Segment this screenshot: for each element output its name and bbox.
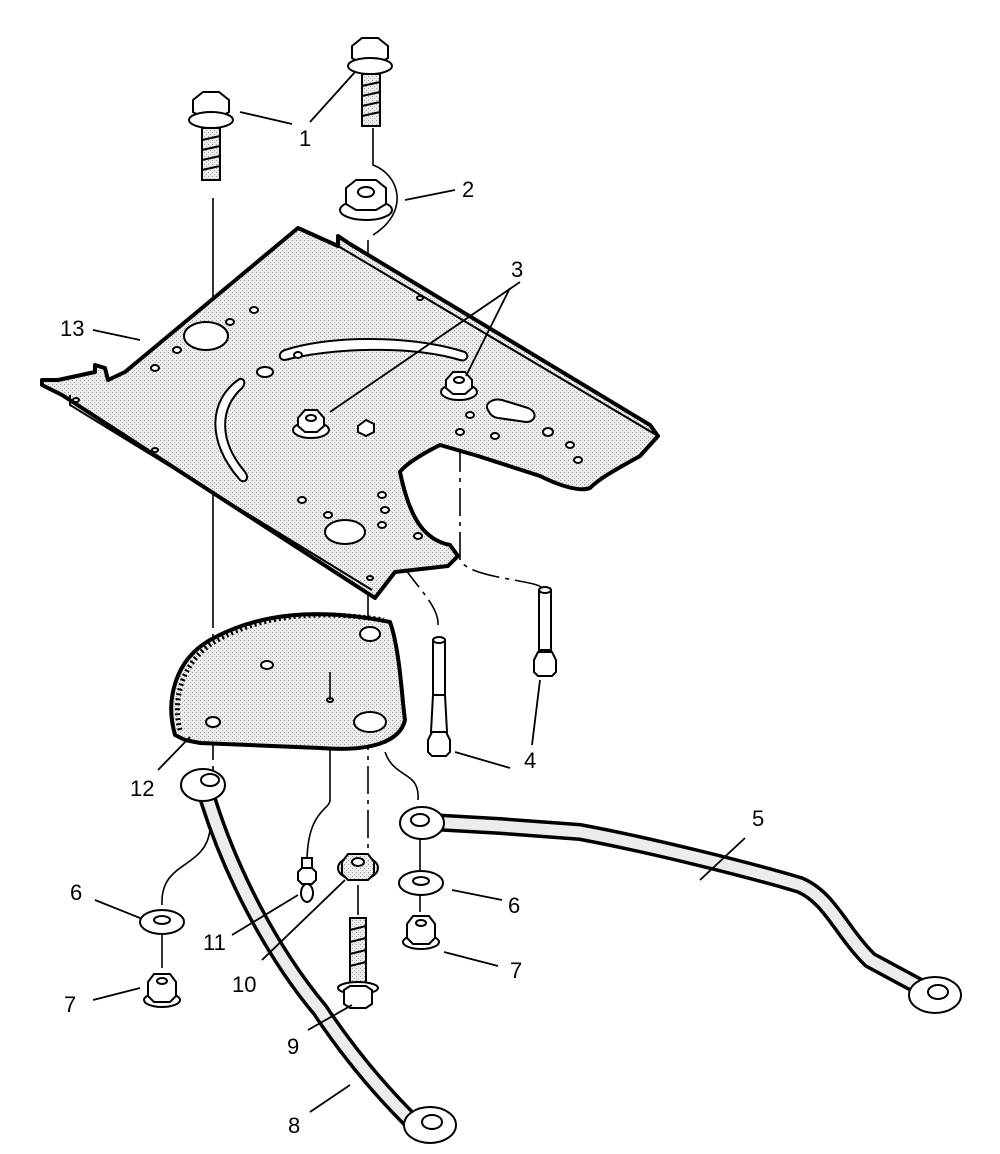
flange-nut-top — [339, 179, 393, 221]
callout-leaders — [92, 71, 746, 1113]
callout-8: 8 — [288, 1113, 300, 1138]
pivot-locknut — [337, 853, 379, 881]
flange-bolt-left — [188, 91, 234, 181]
stud-left — [427, 636, 451, 757]
flange-nut-right — [402, 915, 440, 950]
sector-gear-plate — [169, 612, 407, 751]
link-rod-lower — [180, 768, 457, 1144]
callout-2: 2 — [462, 177, 474, 202]
callout-7-right: 7 — [510, 958, 522, 983]
mounting-plate — [40, 226, 660, 600]
callout-9: 9 — [287, 1034, 299, 1059]
callout-6-left: 6 — [70, 880, 82, 905]
callout-12: 12 — [130, 776, 154, 801]
washer-right — [398, 870, 444, 896]
callout-10: 10 — [232, 972, 256, 997]
plate-nut-left — [292, 409, 330, 439]
grease-fitting — [297, 857, 317, 903]
plate-nut-right — [440, 371, 478, 401]
callout-1: 1 — [299, 126, 311, 151]
callout-11: 11 — [203, 930, 226, 955]
washer-left — [139, 909, 185, 935]
callout-7-left: 7 — [64, 992, 76, 1017]
flange-nut-left — [143, 973, 181, 1008]
callout-4: 4 — [524, 748, 536, 773]
callout-3: 3 — [511, 257, 523, 282]
callout-labels: 1 2 3 4 5 6 6 7 7 8 9 10 11 12 13 — [60, 126, 764, 1138]
callout-13: 13 — [60, 316, 84, 341]
flange-bolt-right — [347, 37, 393, 127]
callout-5: 5 — [752, 806, 764, 831]
stud-right — [533, 586, 557, 677]
pivot-bolt — [337, 917, 379, 1009]
link-rod-upper — [399, 806, 962, 1014]
callout-6-right: 6 — [508, 893, 520, 918]
